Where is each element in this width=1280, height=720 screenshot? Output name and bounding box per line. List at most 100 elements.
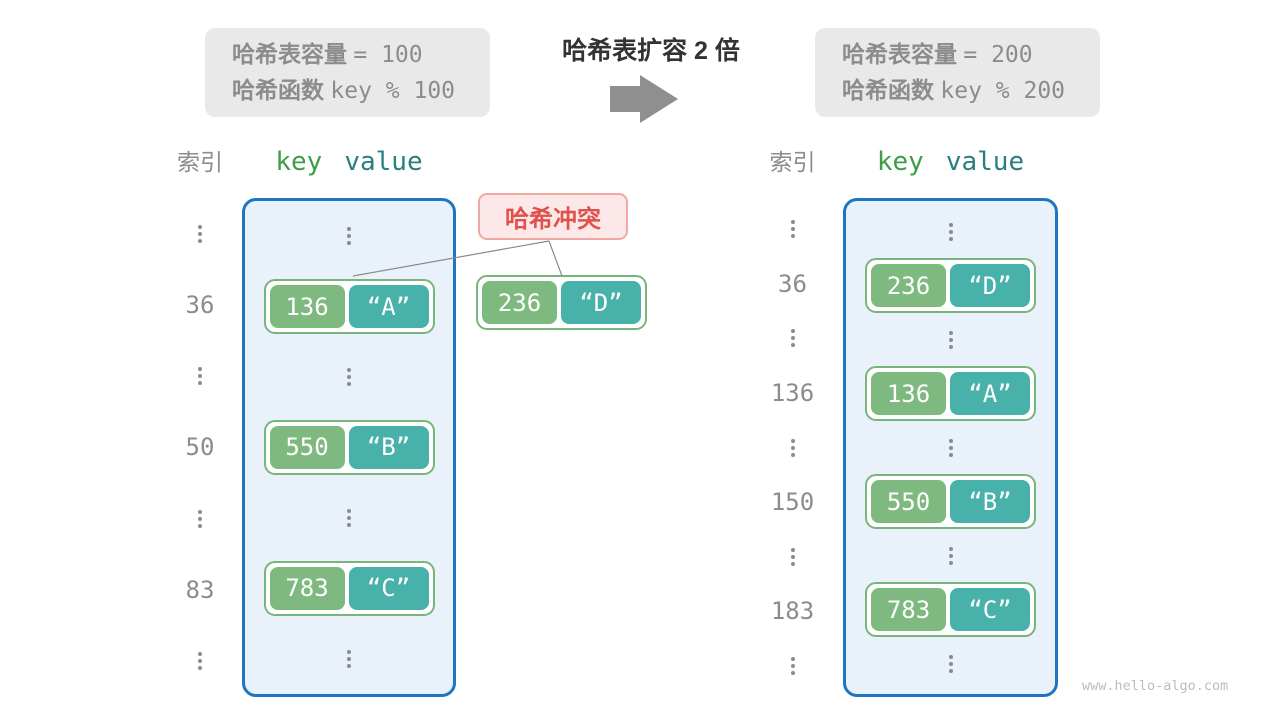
expand-arrow-icon: [605, 70, 685, 131]
vertical-ellipsis-icon: [347, 368, 351, 387]
index-row: [170, 198, 230, 269]
ellipsis-dot: [948, 222, 953, 227]
ellipsis-dot: [198, 238, 202, 243]
vertical-ellipsis-icon: [948, 330, 953, 349]
vertical-ellipsis-icon: [198, 509, 202, 528]
index-row: 36: [760, 257, 825, 312]
ellipsis-dot: [948, 553, 953, 558]
ellipsis-dot: [790, 227, 795, 232]
ellipsis-dot: [948, 445, 953, 450]
capacity-value: = 200: [963, 42, 1033, 68]
table-row: 136“A”: [245, 271, 453, 341]
hash-table-before: 136“A” 550“B” 783“C”: [242, 198, 456, 697]
ellipsis-dot: [347, 382, 351, 387]
value-pill: “A”: [348, 285, 429, 329]
vertical-ellipsis-icon: [790, 547, 795, 566]
capacity-value: = 100: [353, 42, 423, 68]
ellipsis-dot: [347, 656, 351, 661]
index-column-header-right: 索引: [769, 149, 816, 175]
ellipsis-dot: [948, 229, 953, 234]
capacity-label: 哈希表容量: [842, 41, 957, 67]
vertical-ellipsis-icon: [948, 438, 953, 457]
ellipsis-dot: [790, 561, 795, 566]
ellipsis-dot: [948, 236, 953, 241]
ellipsis-dot: [198, 509, 202, 514]
index-row: 150: [760, 475, 825, 530]
key-pill: 550: [269, 425, 345, 469]
ellipsis-dot: [948, 546, 953, 551]
index-row: 83: [170, 554, 230, 625]
ellipsis-dot: [790, 656, 795, 661]
ellipsis-dot: [790, 329, 795, 334]
index-row: [760, 420, 825, 475]
capacity-info-box-before: 哈希表容量 = 100 哈希函数 key % 100: [205, 28, 490, 117]
table-row: 550“B”: [846, 474, 1055, 529]
key-pill: 136: [269, 285, 345, 329]
index-row: 36: [170, 269, 230, 340]
watermark: www.hello-algo.com: [1082, 678, 1229, 694]
value-pill: “C”: [348, 566, 429, 610]
capacity-line: 哈希表容量 = 200: [842, 38, 1100, 71]
value-pill: “A”: [950, 372, 1030, 415]
vertical-ellipsis-icon: [198, 652, 202, 671]
vertical-ellipsis-icon: [198, 224, 202, 243]
hash-function-label: 哈希函数: [842, 77, 934, 103]
vertical-ellipsis-icon: [790, 438, 795, 457]
ellipsis-dot: [347, 227, 351, 232]
ellipsis-dot: [347, 508, 351, 513]
vertical-ellipsis-icon: [198, 367, 202, 386]
ellipsis-dot: [347, 241, 351, 246]
table-row: [846, 529, 1055, 582]
key-pill: 136: [871, 372, 946, 415]
capacity-line: 哈希表容量 = 100: [232, 38, 490, 71]
index-row: [170, 483, 230, 554]
ellipsis-dot: [198, 224, 202, 229]
index-row: [760, 529, 825, 584]
table-row: 550“B”: [245, 412, 453, 482]
key-pill: 550: [871, 480, 946, 523]
index-column-right: 36 136 150 183: [760, 198, 825, 697]
table-row: [846, 205, 1055, 258]
key-pill: 783: [871, 588, 946, 631]
table-row: [245, 201, 453, 271]
table-row: [846, 637, 1055, 690]
index-label: 83: [185, 576, 215, 605]
value-pill: “D”: [561, 281, 641, 324]
index-row: 50: [170, 412, 230, 483]
table-row: 136“A”: [846, 366, 1055, 421]
hash-table-after: 236“D”136“A”550“B”783“C”: [843, 198, 1058, 697]
kv-pair: 783“C”: [263, 560, 435, 616]
hash-function-value: key % 200: [940, 78, 1066, 104]
index-row: 136: [760, 366, 825, 421]
kv-pair: 550“B”: [263, 419, 435, 475]
index-row: 183: [760, 584, 825, 639]
ellipsis-dot: [198, 659, 202, 664]
ellipsis-dot: [790, 547, 795, 552]
index-label: 183: [770, 597, 815, 626]
ellipsis-dot: [948, 452, 953, 457]
value-pill: “D”: [950, 264, 1030, 307]
kv-pair: 136“A”: [865, 366, 1036, 421]
ellipsis-dot: [948, 668, 953, 673]
hash-function-value: key % 100: [330, 78, 456, 104]
kv-column-header-left: key value: [242, 147, 456, 177]
ellipsis-dot: [790, 445, 795, 450]
index-row: [760, 311, 825, 366]
vertical-ellipsis-icon: [347, 508, 351, 527]
kv-column-header-right: key value: [843, 147, 1058, 177]
index-row: [760, 639, 825, 694]
index-column-header-left: 索引: [177, 149, 223, 175]
table-row: [245, 342, 453, 412]
hash-function-line: 哈希函数 key % 200: [842, 74, 1100, 107]
kv-pair: 136“A”: [263, 279, 435, 335]
ellipsis-dot: [790, 663, 795, 668]
ellipsis-dot: [198, 367, 202, 372]
ellipsis-dot: [790, 670, 795, 675]
ellipsis-dot: [347, 515, 351, 520]
table-row: [245, 624, 453, 694]
kv-pair: 236“D”: [865, 258, 1036, 313]
capacity-info-box-after: 哈希表容量 = 200 哈希函数 key % 200: [815, 28, 1100, 117]
ellipsis-dot: [948, 661, 953, 666]
table-row: 783“C”: [245, 553, 453, 623]
hash-function-line: 哈希函数 key % 100: [232, 74, 490, 107]
